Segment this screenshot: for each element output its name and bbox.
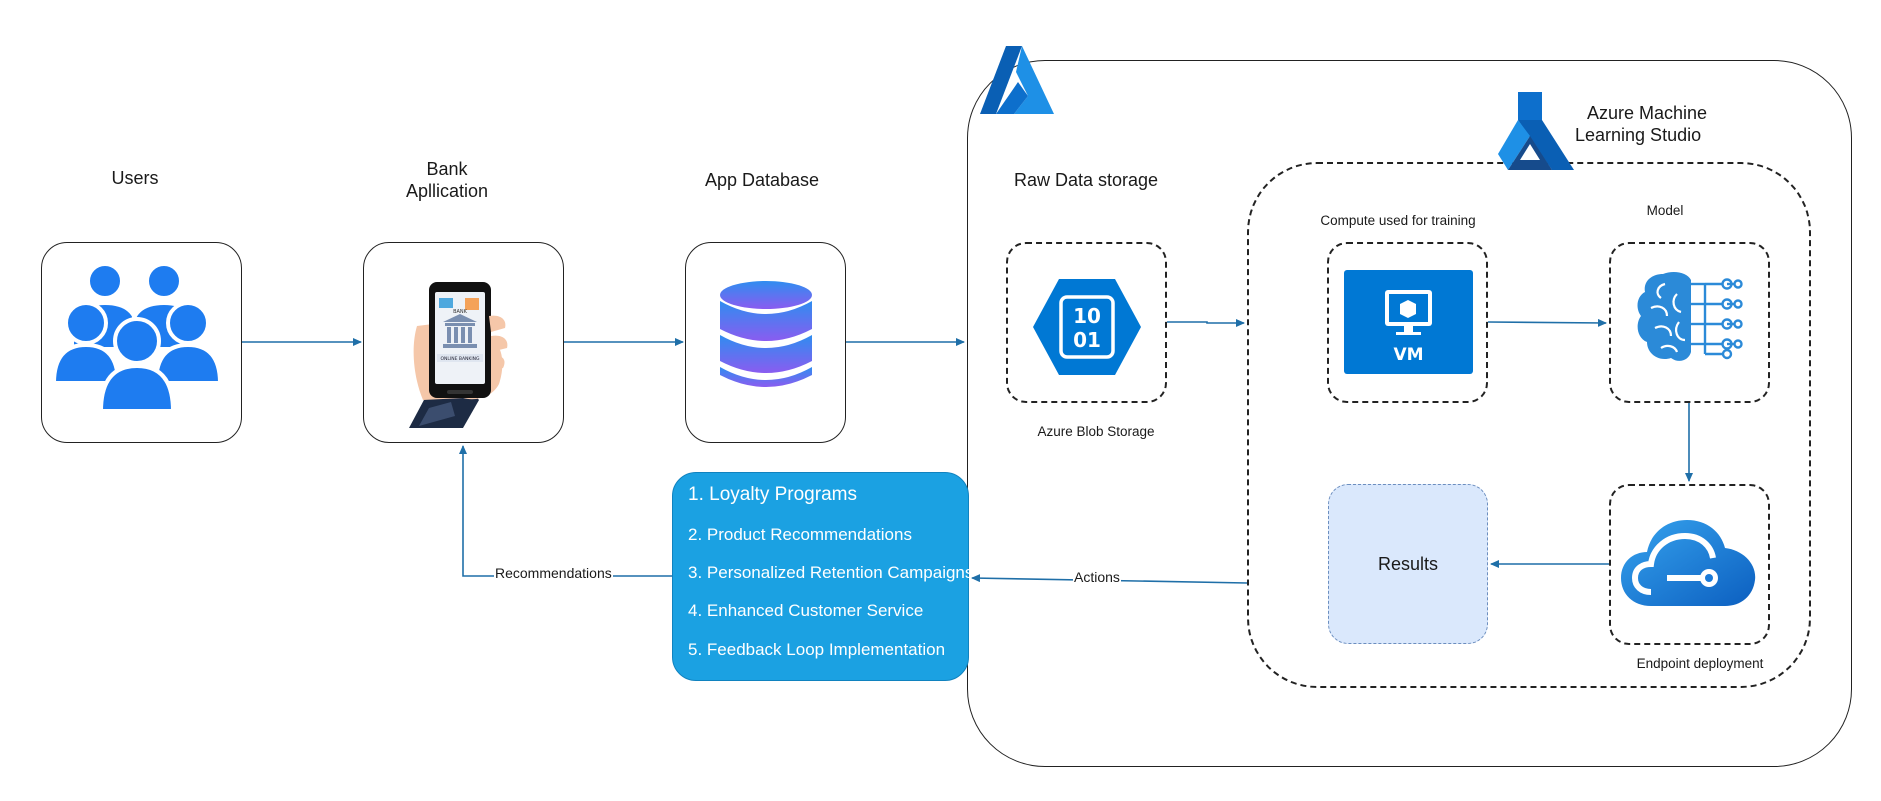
app-database-label: App Database (704, 170, 820, 190)
bank-app-label-line2: Apllication (405, 181, 489, 201)
compute-label: Compute used for training (1320, 213, 1476, 228)
brain-network-icon (1637, 272, 1743, 361)
azure-logo-icon (980, 46, 1054, 114)
vm-icon-text: VM (1393, 345, 1423, 365)
phone-screen-top-text: BANK (453, 309, 468, 315)
cloud-endpoint-icon (1621, 520, 1756, 606)
model-label: Model (1646, 203, 1684, 218)
action-item-2: 2. Product Recommendations (688, 525, 912, 544)
recommendations-edge-label: Recommendations (494, 565, 613, 581)
blob-storage-icon: 10 01 (1033, 279, 1141, 375)
results-label: Results (1377, 553, 1439, 574)
ml-studio-icon (1498, 92, 1574, 170)
app-database-node[interactable] (685, 242, 846, 443)
database-icon (720, 281, 812, 387)
blob-icon-text-bottom: 01 (1073, 328, 1101, 352)
ml-studio-label-line1: Azure Machine (1587, 103, 1708, 123)
arrow-blob-to-studio (1167, 319, 1245, 327)
phone-screen-bottom-text: ONLINE BANKING (440, 356, 480, 362)
phone-banking-icon: BANK ONLINE BANKING (409, 282, 508, 428)
arrow-compute-to-model (1487, 318, 1607, 327)
bank-app-label-line1: Bank (426, 159, 468, 179)
users-label: Users (111, 168, 159, 188)
vm-icon: VM (1344, 270, 1473, 374)
ml-studio-label-line2: Learning Studio (1575, 125, 1702, 145)
users-icon (54, 263, 220, 413)
blob-icon-text-top: 10 (1073, 304, 1101, 328)
actions-edge-label: Actions (1073, 569, 1121, 585)
action-item-1: 1. Loyalty Programs (688, 484, 857, 505)
results-node[interactable]: Results (1328, 484, 1488, 644)
arrow-recommendations (459, 445, 672, 577)
action-item-3: 3. Personalized Retention Campaigns (688, 563, 974, 582)
action-item-5: 5. Feedback Loop Implementation (688, 640, 946, 659)
azure-cloud-container (967, 60, 1852, 767)
raw-data-storage-label: Raw Data storage (1013, 170, 1159, 190)
action-item-4: 4. Enhanced Customer Service (688, 601, 924, 620)
endpoint-label: Endpoint deployment (1636, 656, 1764, 671)
actions-panel[interactable]: 1. Loyalty Programs 2. Product Recommend… (672, 472, 973, 681)
blob-storage-caption: Azure Blob Storage (1037, 424, 1155, 439)
